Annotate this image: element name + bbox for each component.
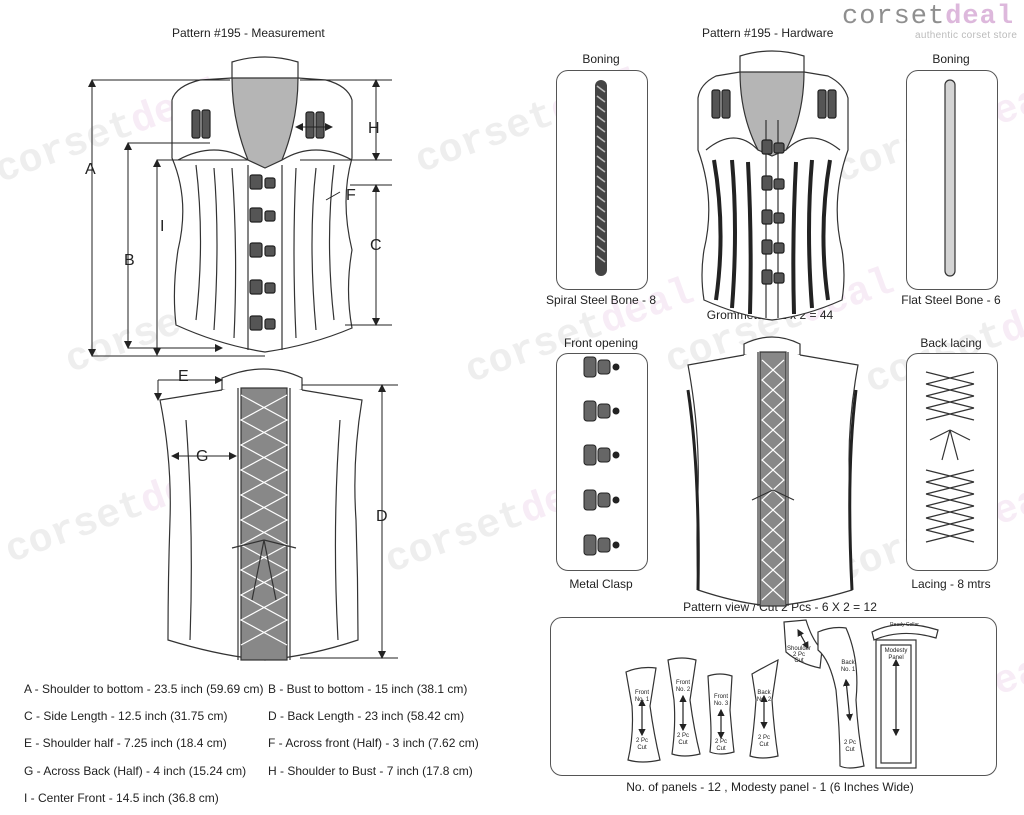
lacing-caption: Lacing - 8 mtrs	[911, 577, 991, 591]
flat-steel-bone	[944, 79, 956, 277]
pattern-view-title: Pattern view / Cut 2 Pcs - 6 X 2 = 12	[683, 600, 877, 614]
boning-left-label: Boning	[582, 52, 620, 66]
hardware-back-corset	[686, 336, 859, 607]
pattern-pieces	[625, 619, 939, 769]
measurement-title: Pattern #195 - Measurement	[172, 26, 325, 40]
pattern-footer: No. of panels - 12 , Modesty panel - 1 (…	[626, 780, 914, 794]
flat-bone-caption: Flat Steel Bone - 6	[901, 293, 1001, 307]
hardware-front-corset	[697, 50, 849, 321]
measurement-e: E - Shoulder half - 7.25 inch (18.4 cm)	[24, 736, 227, 750]
boning-right-label: Boning	[932, 52, 970, 66]
back-lacing-label: Back lacing	[920, 336, 982, 350]
brand-logo: corsetdeal	[842, 2, 1015, 32]
spiral-bone-caption: Spiral Steel Bone - 8	[545, 293, 657, 307]
dim-label-e: E	[178, 368, 189, 385]
metal-clasp-caption: Metal Clasp	[569, 577, 633, 591]
brand-tagline: authentic corset store	[915, 30, 1018, 41]
dim-label-d: D	[376, 508, 388, 525]
front-corset-drawing	[171, 56, 353, 353]
measurement-f: F - Across front (Half) - 3 inch (7.62 c…	[268, 736, 479, 750]
dim-label-i: I	[160, 218, 165, 235]
metal-clasps	[583, 356, 620, 556]
front-opening-label: Front opening	[563, 336, 639, 350]
dim-label-c: C	[370, 237, 382, 254]
measurement-b: B - Bust to bottom - 15 inch (38.1 cm)	[268, 682, 468, 696]
measurement-d: D - Back Length - 23 inch (58.42 cm)	[268, 709, 465, 723]
dim-label-b: B	[124, 252, 135, 269]
measurement-h: H - Shoulder to Bust - 7 inch (17.8 cm)	[268, 764, 473, 778]
measurement-i: I - Center Front - 14.5 inch (36.8 cm)	[24, 791, 219, 805]
piece-collar-label: Ready Collar	[890, 622, 919, 628]
hardware-title: Pattern #195 - Hardware	[702, 26, 834, 40]
back-lacing-illustration	[925, 371, 975, 543]
dim-label-h: H	[368, 120, 380, 137]
measurement-a: A - Shoulder to bottom - 23.5 inch (59.6…	[24, 682, 264, 696]
dim-label-a: A	[85, 161, 96, 178]
spiral-steel-bone	[595, 80, 607, 276]
dim-label-f: F	[346, 187, 356, 204]
dim-label-g: G	[196, 448, 209, 465]
measurement-g: G - Across Back (Half) - 4 inch (15.24 c…	[24, 764, 247, 778]
measurement-c: C - Side Length - 12.5 inch (31.75 cm)	[24, 709, 228, 723]
